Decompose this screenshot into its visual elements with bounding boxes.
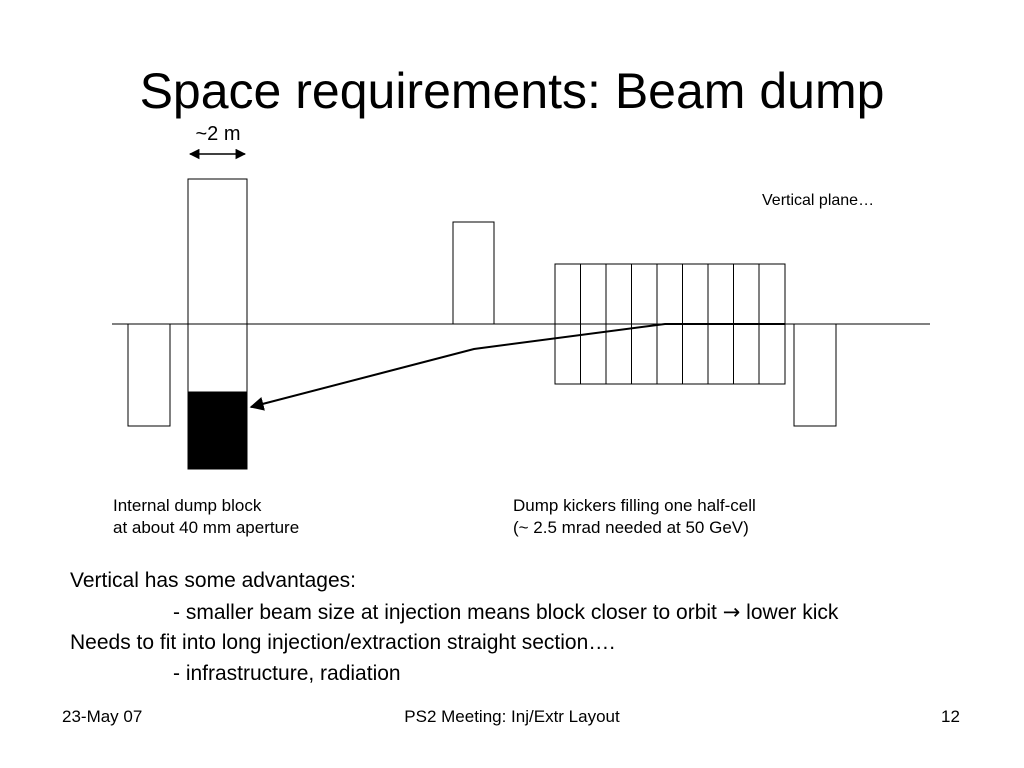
- body-line: Needs to fit into long injection/extract…: [70, 631, 616, 654]
- slide-title: Space requirements: Beam dump: [139, 63, 885, 119]
- right-arrow-icon: →: [722, 599, 741, 624]
- slide-body: Vertical has some advantages: - smaller …: [70, 566, 838, 689]
- body-line-indented: - infrastructure, radiation: [173, 661, 401, 685]
- beam-trajectory: [249, 323, 785, 411]
- quadrupole-middle: [452, 221, 495, 325]
- dump-element-upper: [187, 178, 248, 325]
- dump-block: [187, 391, 248, 470]
- dump-block-caption: Internal dump block at about 40 mm apert…: [113, 495, 299, 539]
- body-text: lower kick: [740, 600, 839, 624]
- body-line: Vertical has some advantages:: [70, 569, 357, 592]
- quadrupole-left: [127, 323, 171, 427]
- kickers-caption: Dump kickers filling one half-cell (~ 2.…: [513, 495, 756, 539]
- caption-line: Internal dump block: [113, 496, 262, 515]
- dump-kickers: [554, 263, 786, 385]
- body-text: - smaller beam size at injection means b…: [173, 600, 723, 624]
- footer-title: PS2 Meeting: Inj/Extr Layout: [404, 707, 620, 726]
- quadrupole-right: [793, 323, 837, 427]
- vertical-plane-label: Vertical plane…: [762, 192, 874, 209]
- caption-line: at about 40 mm aperture: [113, 518, 300, 537]
- dimension-label: ~2 m: [195, 123, 240, 145]
- caption-line: (~ 2.5 mrad needed at 50 GeV): [513, 518, 749, 537]
- footer-date: 23-May 07: [62, 707, 143, 726]
- body-line-indented: - smaller beam size at injection means b…: [70, 597, 838, 629]
- dump-element-lower: [187, 323, 248, 393]
- footer-page-number: 12: [941, 707, 960, 726]
- caption-line: Dump kickers filling one half-cell: [513, 496, 756, 515]
